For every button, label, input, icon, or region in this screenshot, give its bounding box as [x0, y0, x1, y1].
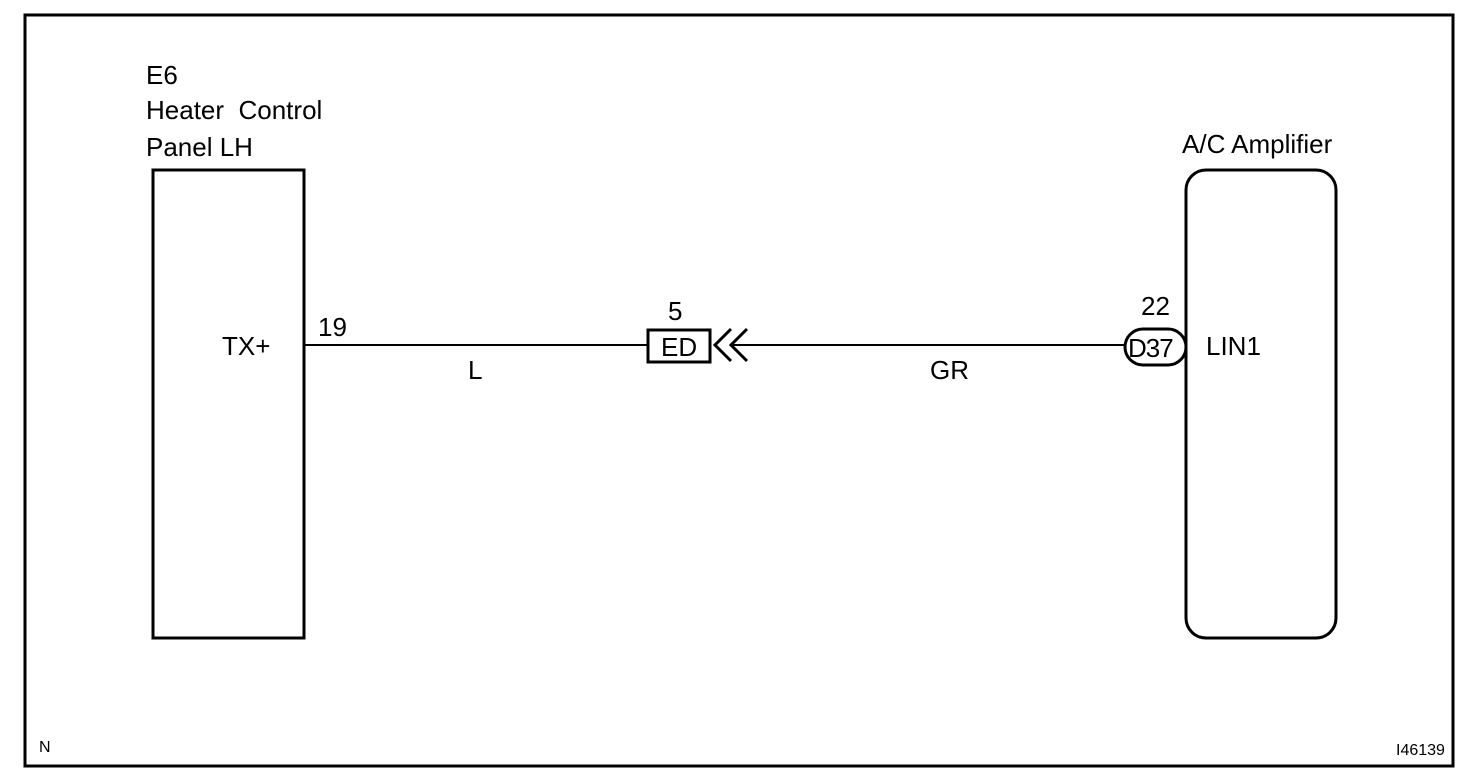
right-terminal-name: LIN1 — [1206, 331, 1261, 361]
ac-amplifier-box — [1184, 168, 1338, 640]
connector-chevron-outer — [712, 327, 733, 363]
left-component-code: E6 — [146, 60, 178, 90]
junction-connector-code: ED — [661, 332, 698, 362]
d37-connector-oval — [1123, 327, 1188, 367]
ed-connector-box — [646, 328, 712, 364]
diagram-frame — [23, 13, 1455, 768]
right-component-name: A/C Amplifier — [1182, 129, 1333, 159]
wire-color-left: L — [468, 355, 483, 385]
junction-pin-number: 5 — [668, 296, 683, 326]
figure-id: I46139 — [1396, 742, 1445, 759]
left-terminal-name: TX+ — [222, 331, 271, 361]
left-component-name-line1: Heater Control — [146, 95, 323, 125]
right-pin-number: 22 — [1141, 291, 1170, 321]
wire-color-right: GR — [930, 355, 969, 385]
left-pin-number: 19 — [318, 312, 347, 342]
corner-mark: N — [39, 739, 51, 756]
heater-control-panel-box — [151, 168, 306, 640]
left-component-name-line2: Panel LH — [146, 132, 253, 162]
right-connector-code: D37 — [1128, 333, 1174, 363]
